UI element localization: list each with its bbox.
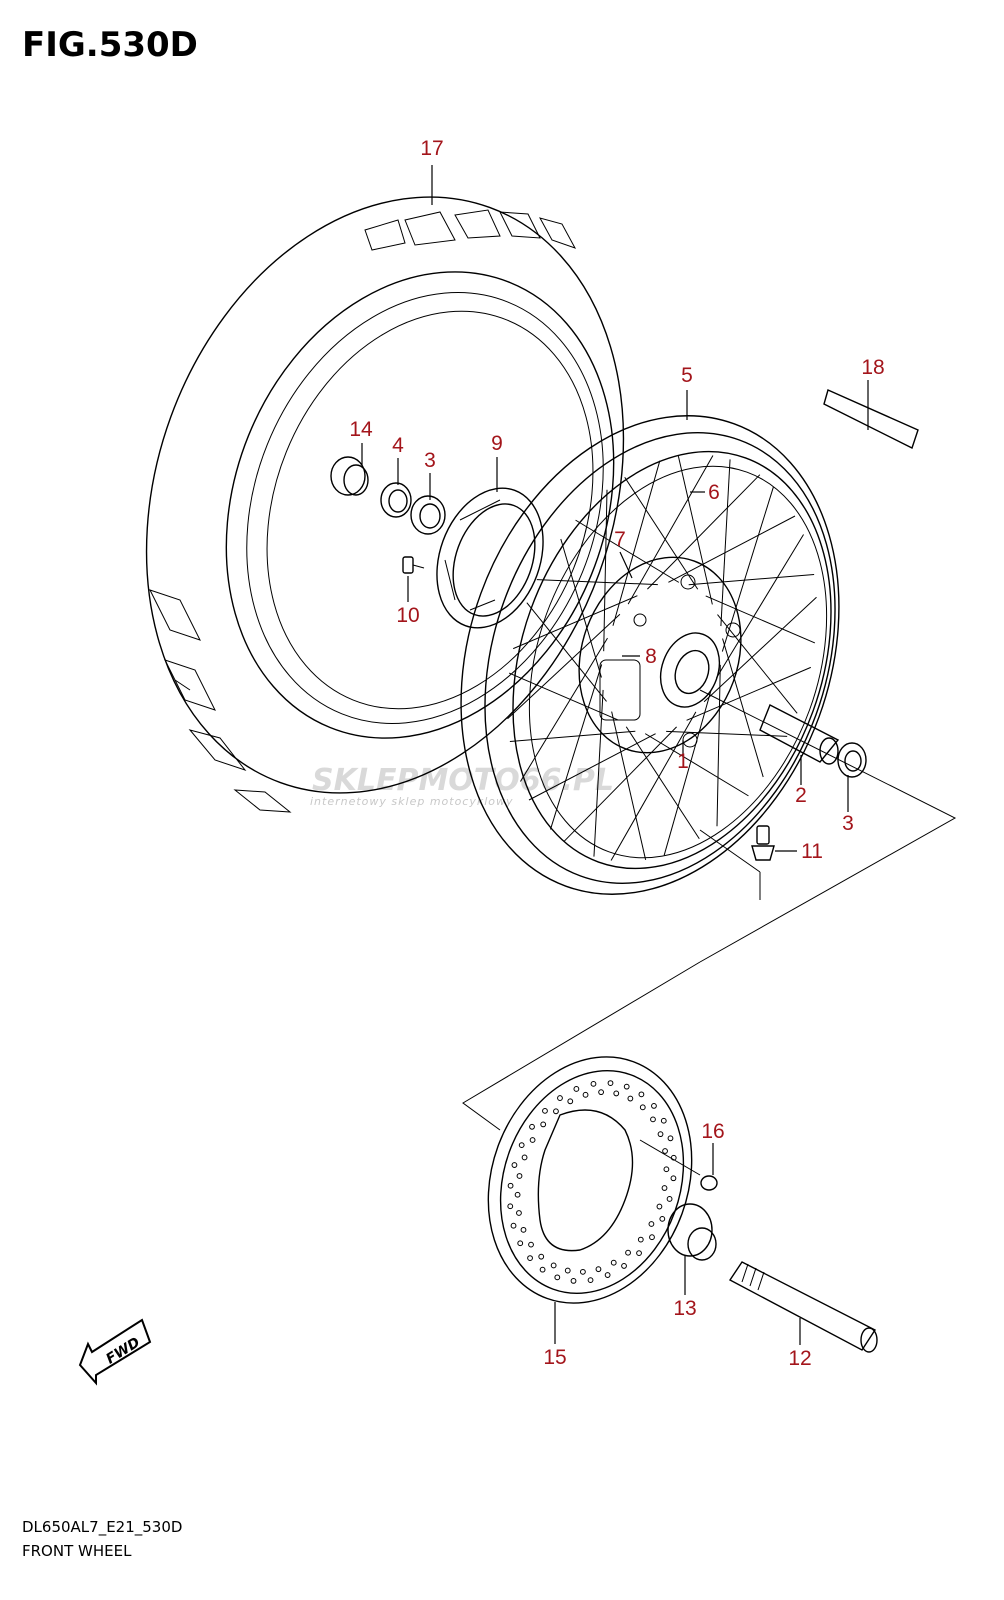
callout-14: 14 <box>349 418 373 441</box>
figure-title: FIG.530D <box>22 25 198 65</box>
spacer-13 <box>667 1203 717 1261</box>
axle-12 <box>728 1261 878 1353</box>
valve-stem <box>751 825 775 861</box>
watermark-subtext: internetowy sklep motocyklowy <box>310 795 514 808</box>
callout-9: 9 <box>491 432 503 455</box>
callout-leaders <box>361 165 869 1345</box>
callout-13: 13 <box>673 1297 696 1320</box>
callout-4: 4 <box>392 434 404 457</box>
seal-3-right <box>837 742 867 778</box>
spacer-14 <box>330 456 369 496</box>
callout-3-lower: 3 <box>842 812 854 835</box>
bearing-3-left <box>410 495 446 535</box>
spokes <box>507 455 817 861</box>
callout-16: 16 <box>701 1120 724 1143</box>
callout-5: 5 <box>681 364 693 387</box>
callout-6: 6 <box>708 481 720 504</box>
callout-18: 18 <box>861 356 884 379</box>
callout-12: 12 <box>788 1347 811 1370</box>
callout-17: 17 <box>420 137 443 160</box>
callout-15: 15 <box>543 1346 566 1369</box>
callout-1: 1 <box>677 750 689 773</box>
fwd-arrow-icon: FWD <box>78 1318 152 1386</box>
callout-10: 10 <box>396 604 419 627</box>
footer-code: DL650AL7_E21_530D <box>22 1518 182 1537</box>
watermark: SKLEPMOTO66.PL internetowy sklep motocyk… <box>310 763 614 808</box>
assembly-lines <box>462 689 957 1131</box>
tire <box>145 196 625 813</box>
sensor-ring-9 <box>436 487 544 629</box>
callout-2: 2 <box>795 784 807 807</box>
callout-8: 8 <box>645 645 657 668</box>
callout-11: 11 <box>801 840 823 863</box>
callout-3-upper: 3 <box>424 449 436 472</box>
footer-name: FRONT WHEEL <box>22 1542 132 1560</box>
callouts: 17 5 18 14 4 3 9 6 7 8 10 1 2 3 11 16 13… <box>349 137 884 1370</box>
seal-4 <box>380 482 412 518</box>
disc-bolt-16 <box>639 1139 718 1191</box>
callout-7: 7 <box>614 528 626 551</box>
hub <box>578 556 742 754</box>
balance-weight-18 <box>823 389 919 449</box>
bolt-10 <box>402 556 425 574</box>
fwd-label: FWD <box>103 1334 143 1367</box>
